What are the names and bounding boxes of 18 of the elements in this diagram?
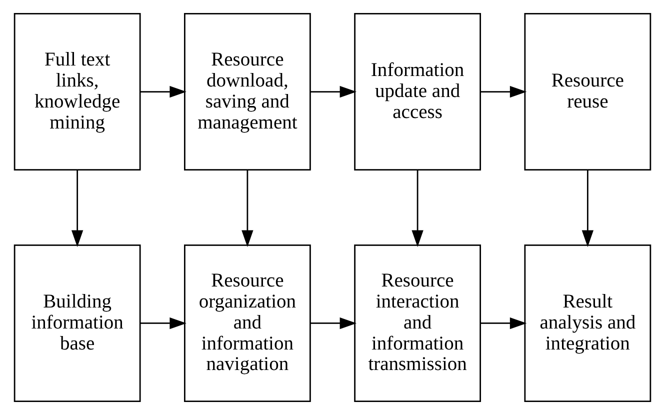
node-box: Information update and access (354, 12, 481, 171)
node-box: Resource download, saving and management (184, 12, 311, 171)
node-box: Full text links, knowledge mining (14, 12, 141, 171)
arrow (242, 170, 254, 247)
node-box: Resource reuse (524, 12, 652, 171)
arrow (480, 86, 527, 98)
arrow (140, 317, 186, 330)
node-box: Resource interaction and information transmission (354, 244, 481, 402)
arrow (310, 86, 357, 98)
arrow (310, 317, 357, 330)
arrow (480, 317, 527, 330)
arrow (412, 170, 424, 247)
arrow (140, 86, 186, 98)
node-box: Resource organization and information navigation (184, 244, 311, 402)
arrow (71, 170, 84, 247)
node-box: Building information base (14, 244, 141, 402)
arrow (582, 170, 594, 247)
node-box: Result analysis and integration (524, 244, 652, 402)
